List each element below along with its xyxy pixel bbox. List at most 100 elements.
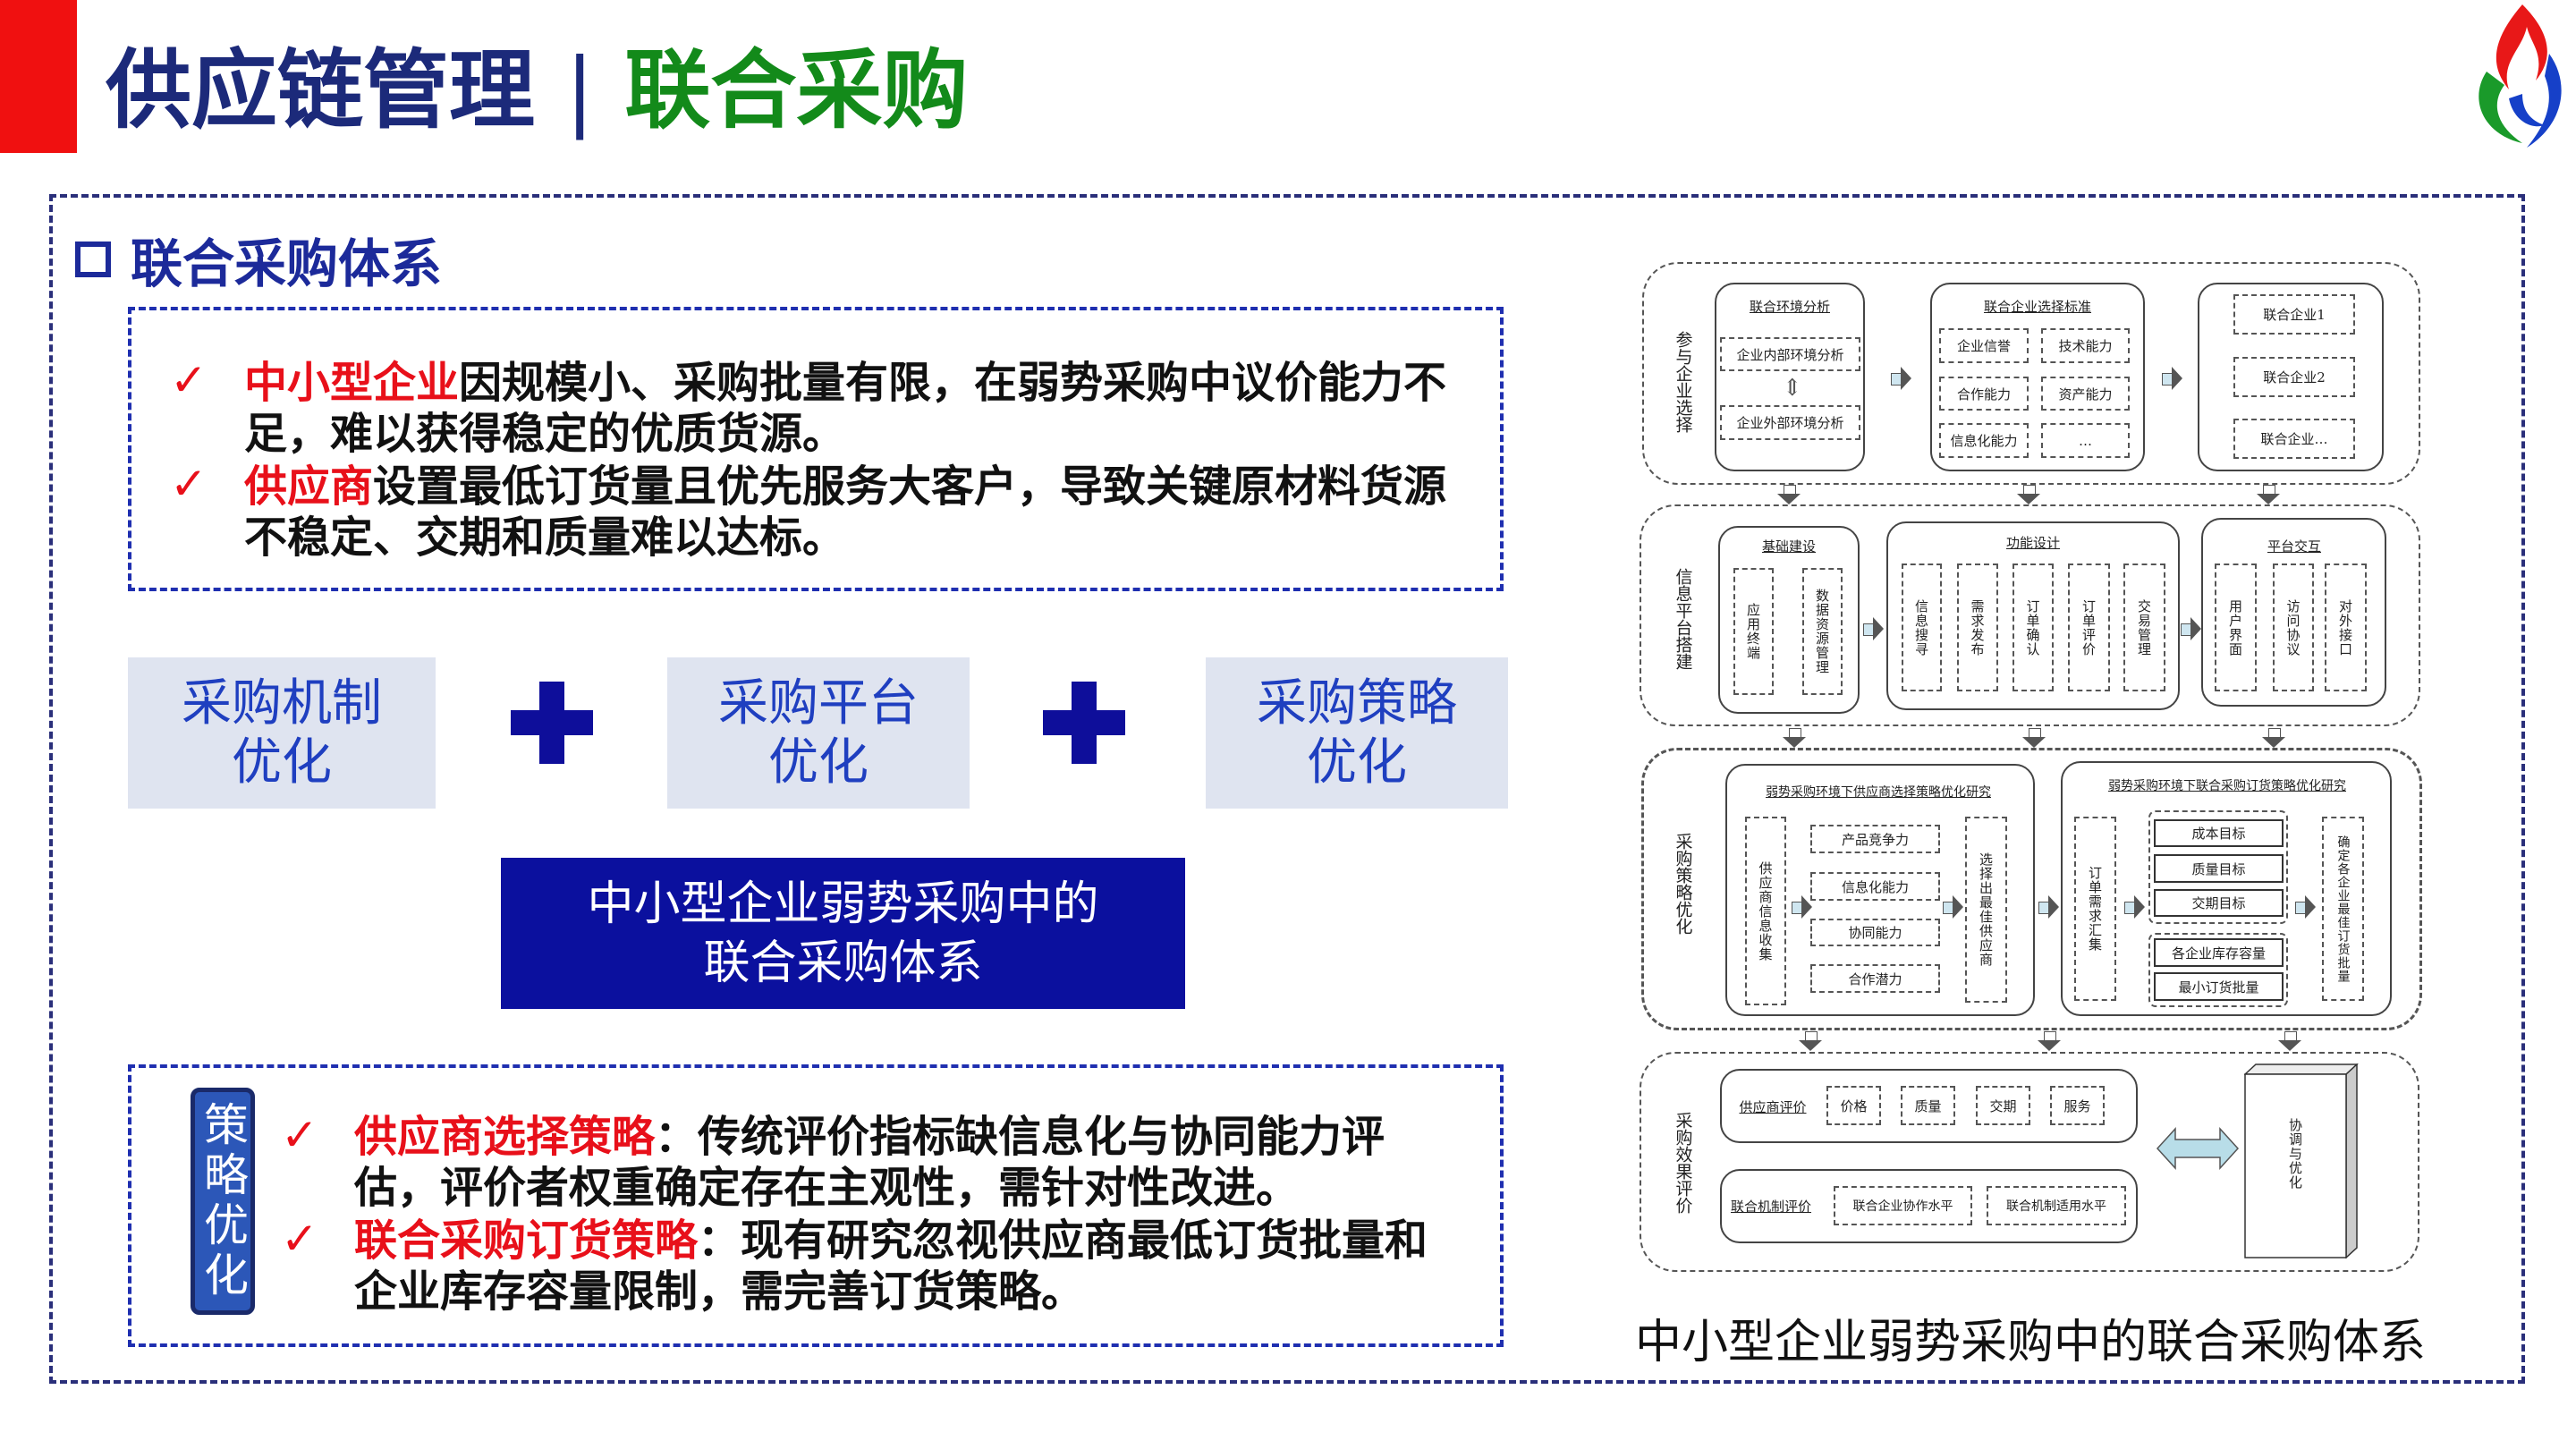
- diagram-item: 协同能力: [1810, 919, 1940, 946]
- diagram-item: 应用终端: [1733, 568, 1774, 695]
- diagram-item: 访问协议: [2273, 564, 2314, 691]
- section-label: 采购效果评价: [1673, 1112, 1693, 1214]
- arrow-right-icon: [2295, 895, 2316, 919]
- diagram-item: 联合企业1: [2233, 294, 2355, 335]
- arrow-right-icon: [2038, 895, 2059, 919]
- diagram-item: 企业信誉: [1939, 328, 2029, 363]
- flame-logo-icon: [2479, 4, 2562, 148]
- red-accent-bar: [0, 0, 77, 153]
- core-line1: 中小型企业弱势采购中的: [587, 877, 1099, 931]
- diagram-item: 质量: [1901, 1086, 1955, 1125]
- check-icon: ✓: [281, 1109, 318, 1161]
- section-participant-selection: [1642, 262, 2420, 485]
- arrow-down-icon: [1777, 485, 1801, 504]
- diagram-item: 交期: [1976, 1086, 2030, 1125]
- section-label: 采购策略优化: [1673, 833, 1693, 935]
- diagram-item: 需求发布: [1957, 564, 1998, 691]
- diagram-item: 资产能力: [2041, 377, 2130, 411]
- arrow-right-icon: [1792, 895, 1812, 919]
- strategy-highlight: 供应商选择策略: [354, 1112, 656, 1162]
- problem-highlight: 中小型企业: [244, 358, 460, 408]
- arrow-down-icon: [2262, 728, 2285, 748]
- strategy-text: ：传统评价指标缺信息化与协同能力评估，评价者权重确定存在主观性，需针对性改进。: [354, 1112, 1385, 1213]
- arrow-right-icon: [1891, 367, 1911, 390]
- core-system-box: 中小型企业弱势采购中的联合采购体系: [501, 858, 1185, 1009]
- strategy-highlight: 联合采购订货策略: [354, 1216, 699, 1266]
- strategy-box: [128, 1064, 1504, 1347]
- check-icon: ✓: [170, 458, 208, 510]
- diagram-item: 企业内部环境分析: [1720, 337, 1860, 371]
- diagram-item: 用户界面: [2215, 564, 2257, 691]
- title-main: 供应链管理: [106, 40, 535, 140]
- diagram-item: 服务: [2050, 1086, 2105, 1125]
- arrow-down-icon: [2257, 485, 2280, 504]
- strategy-ordering: 联合采购订货策略：现有研究忽视供应商最低订货批量和企业库存容量限制，需完善订货策…: [354, 1216, 1463, 1318]
- diagram-item: 企业外部环境分析: [1720, 405, 1860, 440]
- arrow-down-icon: [2017, 485, 2040, 504]
- page-title: 供应链管理|联合采购: [106, 41, 968, 140]
- box-title: 联合环境分析: [1749, 299, 1831, 315]
- square-bullet-icon: [75, 242, 111, 277]
- diagram-item: 订单评价: [2068, 564, 2110, 691]
- diagram-item: 联合企业协作水平: [1834, 1186, 1972, 1225]
- diagram-item: 技术能力: [2041, 328, 2130, 363]
- check-icon: ✓: [281, 1213, 318, 1265]
- section-effect-evaluation: [1640, 1052, 2419, 1272]
- opt-strategy: 采购策略 优化: [1206, 657, 1508, 809]
- framework-diagram: 参与企业选择 联合环境分析 企业内部环境分析 ⇕ 企业外部环境分析 联合企业选择…: [1637, 259, 2424, 1275]
- section-strategy-optimization: [1641, 748, 2422, 1030]
- section-label: 信息平台搭建: [1673, 568, 1693, 670]
- problem-suppliers: 供应商设置最低订货量且优先服务大客户，导致关键原材料货源不稳定、交期和质量难以达…: [244, 462, 1452, 564]
- diagram-item: 产品竞争力: [1810, 825, 1940, 853]
- diagram-item: 联合企业2: [2233, 357, 2355, 397]
- problem-text: 因规模小、采购批量有限，在弱势采购中议价能力不足，难以获得稳定的优质货源。: [244, 358, 1447, 459]
- box-title: 平台交互: [2267, 538, 2322, 555]
- content-frame: [49, 194, 2525, 1384]
- diagram-item: 各企业库存容量: [2154, 938, 2284, 967]
- strategy-supplier: 供应商选择策略：传统评价指标缺信息化与协同能力评估，评价者权重确定存在主观性，需…: [354, 1112, 1463, 1214]
- diagram-item: 质量目标: [2154, 854, 2284, 883]
- diagram-item: 合作能力: [1939, 377, 2029, 411]
- diagram-item: 信息化能力: [1810, 872, 1940, 901]
- diagram-item: 选择出最佳供应商: [1965, 817, 2007, 1003]
- box-title: 弱势采购环境下联合采购订货策略优化研究: [2108, 779, 2346, 793]
- section-platform-building: [1640, 504, 2420, 726]
- diagram-item: 确定各企业最佳订货批量: [2322, 817, 2364, 1001]
- diagram-item: 联合企业…: [2233, 419, 2355, 459]
- plus-icon: [511, 682, 593, 764]
- section-heading-text: 联合采购体系: [131, 233, 443, 294]
- arrow-down-icon: [2022, 728, 2046, 748]
- arrow-right-icon: [2181, 617, 2201, 640]
- title-separator: |: [565, 40, 595, 140]
- diagram-item: 信息搜寻: [1902, 564, 1942, 691]
- problem-text: 设置最低订货量且优先服务大客户，导致关键原材料货源不稳定、交期和质量难以达标。: [244, 462, 1447, 563]
- coordination-block: [2244, 1063, 2359, 1258]
- core-line2: 联合采购体系: [703, 936, 983, 990]
- opt-mechanism: 采购机制 优化: [128, 657, 436, 809]
- box-title: 功能设计: [2005, 535, 2061, 551]
- arrow-down-icon: [1783, 728, 1806, 748]
- diagram-item: 数据资源管理: [1802, 568, 1843, 695]
- diagram-item: 联合机制适用水平: [1987, 1186, 2126, 1225]
- box-title: 联合企业选择标准: [1983, 299, 2092, 315]
- arrow-right-icon: [2124, 895, 2145, 919]
- diagram-item: 合作潜力: [1810, 964, 1940, 993]
- diagram-item: 交期目标: [2154, 889, 2284, 917]
- arrow-down-icon: [1799, 1031, 1822, 1051]
- box-title: 弱势采购环境下供应商选择策略优化研究: [1766, 785, 1991, 800]
- problem-smes: 中小型企业因规模小、采购批量有限，在弱势采购中议价能力不足，难以获得稳定的优质货…: [244, 358, 1452, 460]
- plus-icon: [1043, 682, 1125, 764]
- box-title: 供应商评价: [1739, 1099, 1807, 1115]
- diagram-item: 最小订货批量: [2154, 972, 2284, 1001]
- strategy-badge: 策略优化: [191, 1088, 255, 1315]
- diagram-item: 交易管理: [2123, 564, 2165, 691]
- arrow-right-icon: [1943, 895, 1963, 919]
- check-icon: ✓: [170, 354, 208, 406]
- diagram-item: 对外接口: [2325, 564, 2367, 691]
- diagram-item: …: [2041, 423, 2130, 458]
- arrow-down-icon: [2278, 1031, 2301, 1051]
- strategy-text: ：现有研究忽视供应商最低订货批量和企业库存容量限制，需完善订货策略。: [354, 1216, 1428, 1317]
- problem-highlight: 供应商: [244, 462, 374, 512]
- arrow-down-icon: [2038, 1031, 2061, 1051]
- diagram-caption: 中小型企业弱势采购中的联合采购体系: [1634, 1316, 2426, 1369]
